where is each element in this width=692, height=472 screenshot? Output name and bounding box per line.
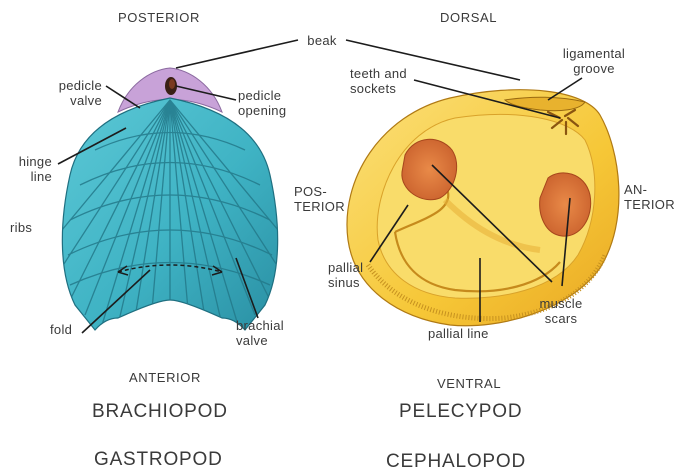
pedicle-opening-label-line1: pedicle — [238, 88, 286, 103]
ligamental-groove-label: ligamental groove — [552, 46, 636, 76]
posterior-label-line1: POS- — [294, 184, 345, 199]
beak-label: beak — [296, 33, 348, 48]
hinge-line-label: hinge line — [6, 154, 52, 184]
pelecypod-title: PELECYPOD — [399, 401, 522, 423]
brachial-valve-label-line2: valve — [236, 333, 284, 348]
pallial-sinus-label: pallial sinus — [328, 260, 363, 290]
anterior-label-line2: TERIOR — [624, 197, 675, 212]
pedicle-valve-label: pedicle valve — [40, 78, 102, 108]
muscle-scars-label-line1: muscle — [526, 296, 596, 311]
anterior-label-line1: AN- — [624, 182, 675, 197]
brachial-valve-label-line1: brachial — [236, 318, 284, 333]
fold-label: fold — [50, 322, 72, 337]
pelecypod-illustration — [347, 90, 619, 326]
pallial-line-label: pallial line — [428, 326, 489, 341]
pedicle-valve-label-line1: pedicle — [40, 78, 102, 93]
pedicle-opening-label-line2: opening — [238, 103, 286, 118]
teeth-and-sockets-label: teeth and sockets — [350, 66, 407, 96]
pelecypod-orientation-top: DORSAL — [440, 10, 497, 25]
pedicle-valve-label-line2: valve — [40, 93, 102, 108]
ligamental-groove-label-line1: ligamental — [552, 46, 636, 61]
brachiopod-orientation-top: POSTERIOR — [118, 10, 200, 25]
anterior-label: AN- TERIOR — [624, 182, 675, 212]
posterior-label: POS- TERIOR — [294, 184, 345, 214]
brachiopod-title: BRACHIOPOD — [92, 401, 228, 423]
ligamental-groove-label-line2: groove — [552, 61, 636, 76]
ribs-label: ribs — [10, 220, 32, 235]
hinge-line-label-line2: line — [6, 169, 52, 184]
pallial-sinus-label-line2: sinus — [328, 275, 363, 290]
pallial-sinus-label-line1: pallial — [328, 260, 363, 275]
teeth-and-sockets-label-line2: sockets — [350, 81, 407, 96]
posterior-label-line2: TERIOR — [294, 199, 345, 214]
muscle-scars-label: muscle scars — [526, 296, 596, 326]
hinge-line-label-line1: hinge — [6, 154, 52, 169]
gastropod-title: GASTROPOD — [94, 449, 223, 471]
brachial-valve-label: brachial valve — [236, 318, 284, 348]
teeth-and-sockets-label-line1: teeth and — [350, 66, 407, 81]
brachiopod-orientation-bottom: ANTERIOR — [129, 370, 201, 385]
pedicle-opening-label: pedicle opening — [238, 88, 286, 118]
pelecypod-orientation-bottom: VENTRAL — [437, 376, 501, 391]
muscle-scars-label-line2: scars — [526, 311, 596, 326]
cephalopod-title: CEPHALOPOD — [386, 451, 526, 472]
